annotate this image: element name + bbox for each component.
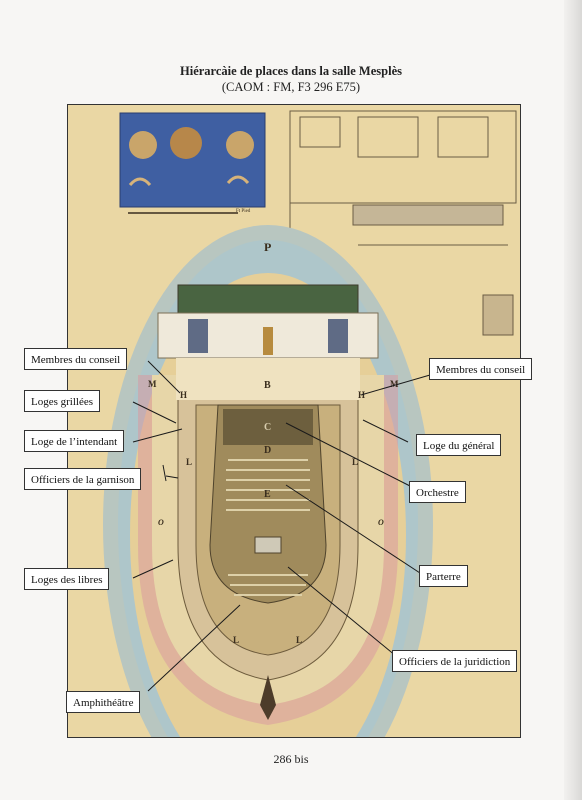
- label-officiers-de-la-garnison: Officiers de la garnison: [24, 468, 142, 490]
- cartouche: [119, 112, 266, 208]
- letter-m-right: M: [390, 379, 399, 389]
- letter-l-bottom-right: L: [296, 635, 302, 645]
- label-loges-des-libres: Loges des libres: [24, 568, 110, 590]
- letter-l-left: L: [186, 457, 192, 467]
- label-parterre: Parterre: [419, 565, 468, 587]
- letter-h-left: H: [180, 390, 187, 400]
- scale-text: Ft Pied: [236, 209, 251, 214]
- label-officiers-de-la-juridiction: Officiers de la juridiction: [392, 650, 518, 672]
- plan-image-frame: Ft Pied: [67, 104, 521, 738]
- page-number: 286 bis: [273, 752, 309, 766]
- letter-m-left: M: [148, 379, 157, 389]
- compass-rose: [260, 675, 276, 720]
- parterre: [209, 404, 327, 604]
- label-amphitheatre: Amphithéâtre: [66, 691, 141, 713]
- letter-c: C: [264, 422, 271, 433]
- building-plan: [289, 110, 517, 336]
- label-loge-du-general: Loge du général: [416, 434, 502, 456]
- label-membres-du-conseil-right: Membres du conseil: [429, 358, 533, 380]
- letter-o-left: O: [158, 518, 164, 527]
- label-loge-de-lintendant: Loge de l’intendant: [24, 430, 125, 452]
- document-subtitle: (CAOM : FM, F3 296 E75): [221, 80, 361, 94]
- letter-d: D: [264, 445, 271, 456]
- letter-e: E: [264, 489, 271, 500]
- theatre-plan-drawing: Ft Pied: [103, 110, 517, 737]
- leader-lines: [132, 360, 431, 692]
- document-title: Hiérarcàie de places dans la salle Mespl…: [180, 64, 402, 78]
- label-orchestre: Orchestre: [409, 481, 466, 503]
- letter-p: P: [264, 240, 271, 254]
- stage: [157, 284, 379, 400]
- letter-l-bottom-left: L: [233, 635, 239, 645]
- label-loges-grillees: Loges grillées: [24, 390, 101, 412]
- label-membres-du-conseil-left: Membres du conseil: [24, 348, 128, 370]
- letter-o-right: O: [378, 518, 384, 527]
- letter-b: B: [264, 380, 271, 391]
- letter-l-right: L: [352, 457, 358, 467]
- page-edge: [564, 0, 582, 800]
